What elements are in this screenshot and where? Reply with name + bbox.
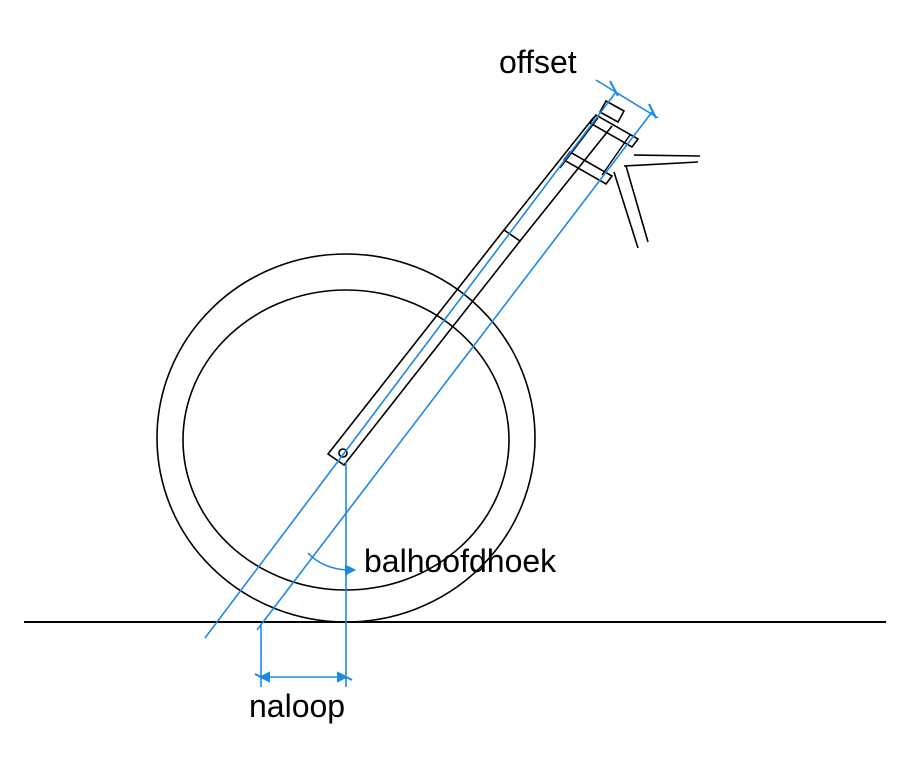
fork-axis-line [256,111,653,631]
trail-tick-left [254,673,268,681]
offset-label: offset [499,44,577,80]
head-angle-label: balhoofdhoek [364,543,557,579]
dimension-lines [204,79,659,687]
frame-top-tube-lower [623,161,699,167]
upper-triple-clamp [588,113,640,149]
offset-dimension-line [595,79,659,119]
fork-upper-tube-right [519,125,613,242]
frame-down-tube-right [625,165,649,243]
steering-axis-line [204,91,617,639]
dimension-arrows [254,80,657,683]
steering-head-right [601,134,631,176]
angle-arrow [345,564,357,576]
steering-head-left [559,117,599,169]
head-angle-arc [307,552,347,571]
offset-tick-bottom [648,103,657,119]
trail-tick-right [339,673,353,681]
frame-down-tube-left [613,171,639,249]
fork-upper-tube-left [503,116,595,231]
frame-top-tube-upper [633,154,701,157]
trail-label: naloop [249,688,345,724]
fork-top-cap [598,99,626,124]
offset-tick-top [609,80,619,97]
